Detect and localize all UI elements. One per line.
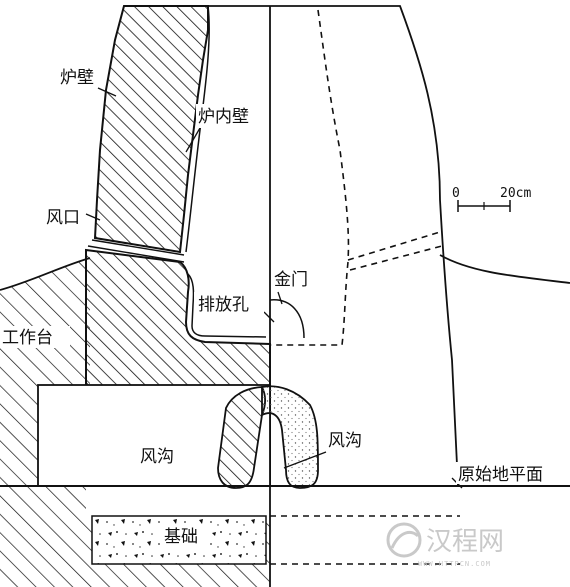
furnace-outer-shell [208,5,459,487]
gold-gate-label: 金门 [274,270,308,290]
wind-channel-left-label: 风沟 [140,447,174,467]
watermark: 汉程网 WWW.HTTPCN.COM [386,522,504,568]
inner-wall-label: 炉内壁 [198,107,249,127]
watermark-text: 汉程网 [426,527,504,557]
scale-start-label: 0 [452,186,460,201]
foundation-block [0,486,460,587]
working-platform-label: 工作台 [2,328,53,348]
scale-bar: 0 20cm [452,186,531,212]
gold-gate-arc [269,299,305,339]
watermark-logo-icon [386,522,422,558]
scale-end-label: 20cm [500,186,531,201]
furnace-wall-label: 炉壁 [60,68,94,88]
tap-hole-label: 排放孔 [198,295,249,315]
center-pillar-left [217,386,266,489]
labels: 炉壁 炉内壁 风口 金门 排放孔 工作台 风沟 风沟 原始地平面 基础 [0,66,570,548]
original-ground-label: 原始地平面 [458,465,543,485]
right-ground-surface [439,254,570,284]
tuyere-label: 风口 [46,208,80,228]
furnace-wall [93,5,210,254]
foundation-label: 基础 [164,527,198,547]
tuyere-band [87,239,185,263]
watermark-url: WWW.HTTPCN.COM [418,560,491,568]
wind-channel-right-label: 风沟 [328,431,362,451]
leader-lines [85,87,463,489]
